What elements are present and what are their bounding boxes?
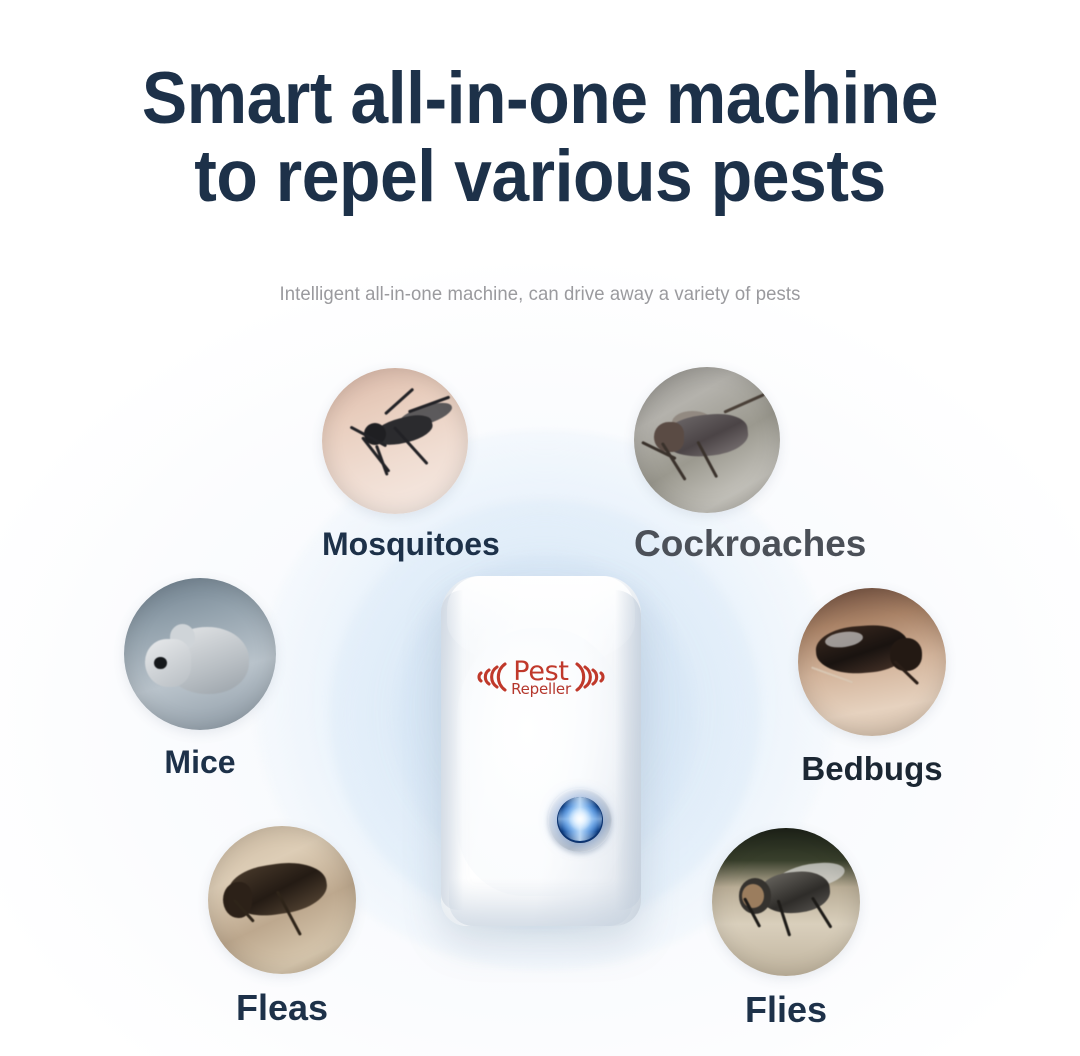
device-bottom-shading [449, 878, 633, 926]
led-glow-flare [558, 796, 602, 841]
led-dome [557, 796, 603, 843]
pest-label-bedbugs: Bedbugs [801, 750, 943, 787]
pest-photo-cockroaches [634, 367, 780, 513]
pest-item-mosquitoes[interactable]: Mosquitoes [322, 368, 500, 562]
pest-label-fleas: Fleas [235, 987, 329, 1028]
led-indicator[interactable] [548, 788, 612, 852]
photo-subject-fly [712, 828, 860, 976]
brand-logo: Pest Repeller [456, 654, 626, 700]
photo-vignette [634, 367, 780, 513]
device-left-edge [441, 590, 463, 910]
pest-label-cockroaches: Cockroaches [634, 523, 867, 564]
pest-item-fleas[interactable]: Fleas [208, 826, 356, 1026]
pest-label-mice: Mice [164, 744, 236, 780]
photo-subject-mosquito [322, 368, 468, 514]
subtitle: Intelligent all-in-one machine, can driv… [279, 283, 801, 305]
pest-label-flies: Flies [744, 989, 828, 1030]
sound-wave-right-icon [573, 654, 613, 700]
sound-wave-left-icon [469, 654, 509, 700]
photo-vignette [124, 578, 276, 730]
photo-subject-flea [208, 826, 356, 974]
photo-subject-mouse [124, 578, 276, 730]
pest-repeller-device: Pest Repeller [441, 576, 641, 926]
photo-subject-cockroach [634, 367, 780, 513]
headline-block: Smart all-in-one machine to repel variou… [0, 58, 1080, 218]
pest-photo-mice [124, 578, 276, 730]
photo-vignette [712, 828, 860, 976]
brand-wordmark: Pest Repeller [511, 658, 571, 697]
pest-photo-flies [712, 828, 860, 976]
photo-vignette [322, 368, 468, 514]
brand-name-sub: Repeller [511, 679, 571, 698]
pest-item-flies[interactable]: Flies [712, 828, 860, 1028]
pest-item-cockroaches[interactable]: Cockroaches [634, 367, 867, 564]
pest-item-bedbugs[interactable]: Bedbugs [798, 588, 946, 785]
headline-line-1: Smart all-in-one machine [141, 58, 939, 139]
pest-photo-bedbugs [798, 588, 946, 736]
device-right-edge [615, 590, 641, 910]
pest-item-mice[interactable]: Mice [124, 578, 276, 778]
pest-photo-fleas [208, 826, 356, 974]
photo-vignette [208, 826, 356, 974]
brand-name-main: Pest [513, 655, 569, 687]
photo-subject-bedbug [798, 588, 946, 736]
headline-line-2: to repel various pests [194, 136, 886, 218]
pest-label-mosquitoes: Mosquitoes [322, 526, 500, 562]
photo-vignette [798, 588, 946, 736]
pest-photo-mosquitoes [322, 368, 468, 514]
